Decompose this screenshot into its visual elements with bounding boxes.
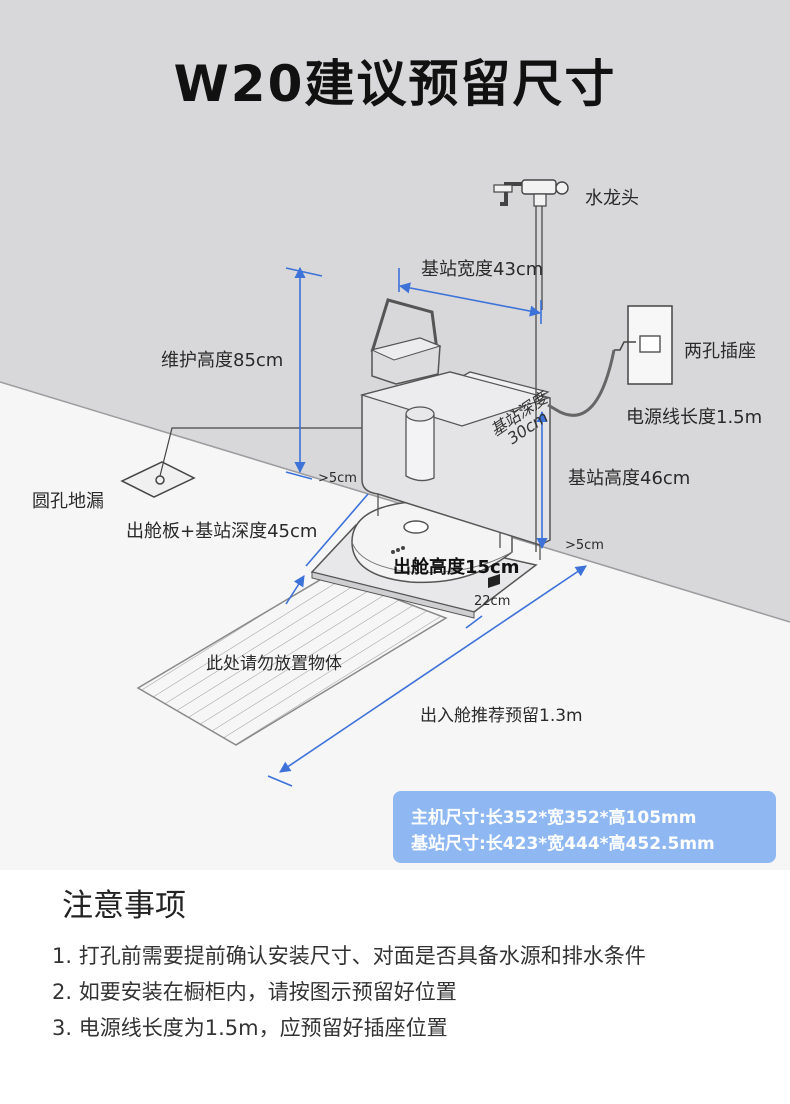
faucet [493, 179, 569, 552]
note-item: 2. 如要安装在橱柜内，请按图示预留好位置 [52, 980, 457, 1004]
power-cord [547, 349, 616, 417]
floor-drain-label: 圆孔地漏 [32, 491, 104, 512]
two-hole-socket-label: 两孔插座 [684, 341, 756, 362]
ramp-station-depth-label: 出舱板+基站深度45cm [126, 521, 318, 542]
exit-height-label: 出舱高度15cm [393, 557, 520, 578]
notes-title: 注意事项 [62, 888, 186, 924]
station-height-label: 基站高度46cm [568, 468, 691, 489]
ramp-width-label: 22cm [474, 594, 511, 609]
note-item: 3. 电源线长度为1.5m，应预留好插座位置 [52, 1016, 448, 1040]
base-station [359, 298, 551, 560]
exit-reserve-label: 出入舱推荐预留1.3m [420, 706, 583, 726]
two-hole-socket [614, 305, 673, 385]
station-width-label: 基站宽度43cm [421, 259, 544, 280]
dimension-lines [267, 266, 587, 787]
robot-spec: 主机尺寸:长352*宽352*高105mm [411, 808, 697, 828]
faucet-label: 水龙头 [585, 188, 639, 209]
installation-diagram [0, 0, 790, 787]
gap-right-label: >5cm [565, 538, 604, 553]
page-title: W20建议预留尺寸 [173, 55, 617, 113]
no-objects-label: 此处请勿放置物体 [206, 654, 342, 674]
maintenance-height-label: 维护高度85cm [161, 350, 284, 371]
spec-box: 主机尺寸:长352*宽352*高105mm 基站尺寸:长423*宽444*高45… [393, 791, 776, 863]
power-cord-length-label: 电源线长度1.5m [626, 407, 763, 428]
note-item: 1. 打孔前需要提前确认安装尺寸、对面是否具备水源和排水条件 [52, 944, 646, 968]
station-spec: 基站尺寸:长423*宽444*高452.5mm [411, 834, 715, 854]
gap-left-label: >5cm [318, 471, 357, 486]
wall [0, 0, 790, 622]
